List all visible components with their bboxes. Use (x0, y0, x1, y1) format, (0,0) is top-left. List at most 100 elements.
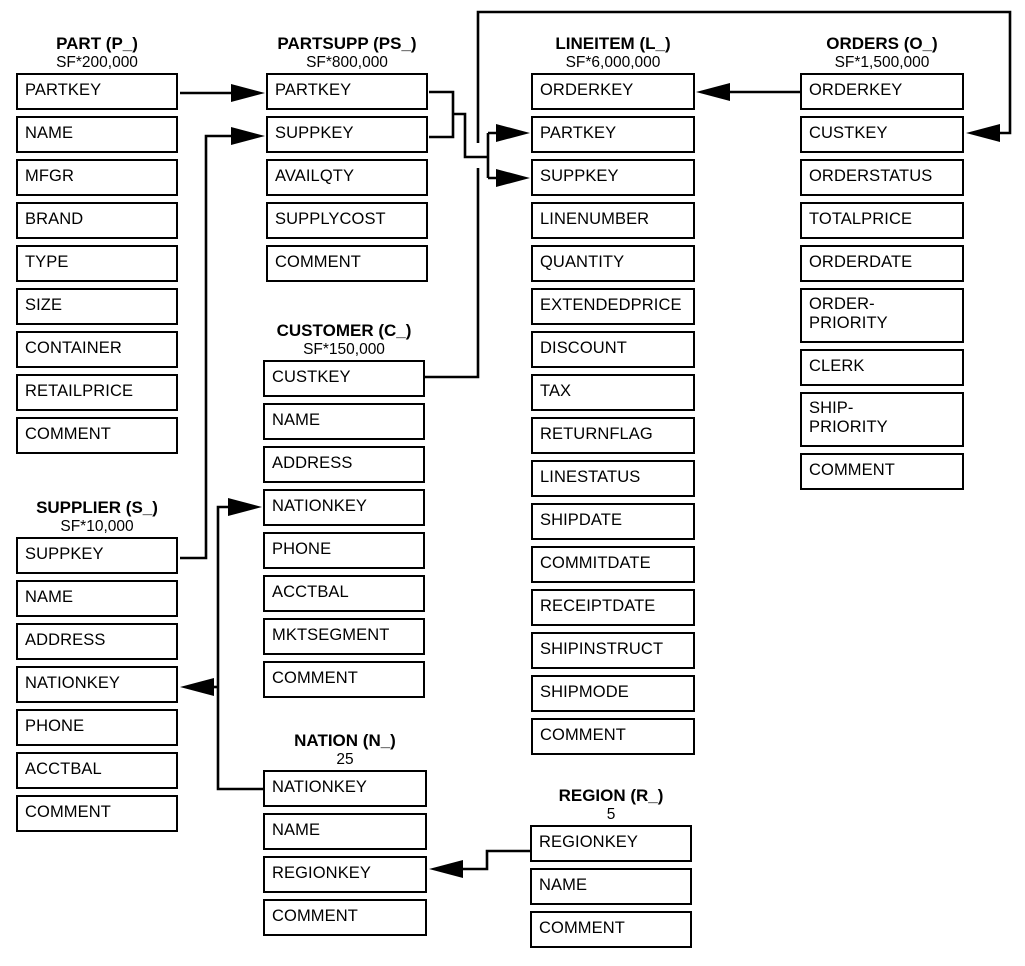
column-supplier-comment: COMMENT (16, 795, 178, 832)
table-box-orders: ORDERKEY CUSTKEY ORDERSTATUS TOTALPRICE ORDE… (800, 73, 964, 490)
column-label: NATIONKEY (272, 778, 368, 796)
column-label: COMMENT (539, 919, 625, 937)
column-orders-orderdate: ORDERDATE (800, 245, 964, 282)
table-box-supplier: SUPPKEY NAME ADDRESS NATIONKEY PHONE ACCTBAL C… (16, 537, 178, 832)
arrow-supplier-suppkey-to-partsupp-suppkey (180, 134, 234, 560)
column-supplier-nationkey: NATIONKEY (16, 666, 178, 703)
column-label: SHIPMODE (540, 683, 629, 701)
column-label: ORDER- PRIORITY (809, 295, 888, 332)
column-label: MFGR (25, 167, 74, 185)
column-partsupp-availqty: AVAILQTY (266, 159, 428, 196)
arrow-partsupp-keys-merge (429, 90, 499, 180)
column-label: AVAILQTY (275, 167, 355, 185)
column-partsupp-partkey: PARTKEY (266, 73, 428, 110)
column-lineitem-tax: TAX (531, 374, 695, 411)
column-lineitem-comment: COMMENT (531, 718, 695, 755)
column-label: COMMENT (272, 907, 358, 925)
table-title-part: PART (P_) (56, 34, 138, 53)
arrowhead-into-lineitem-partkey (496, 124, 530, 142)
arrow-region-regionkey-to-nation-regionkey (460, 849, 530, 871)
table-cardinality-supplier: SF*10,000 (60, 518, 134, 535)
column-orders-totalprice: TOTALPRICE (800, 202, 964, 239)
column-label: RETURNFLAG (540, 425, 653, 443)
column-label: COMMENT (275, 253, 361, 271)
column-nation-nationkey: NATIONKEY (263, 770, 427, 807)
column-partsupp-comment: COMMENT (266, 245, 428, 282)
column-label: LINENUMBER (540, 210, 650, 228)
column-orders-custkey: CUSTKEY (800, 116, 964, 153)
column-label: ACCTBAL (272, 583, 349, 601)
arrowhead-into-customer-nationkey (228, 498, 262, 516)
column-label: CONTAINER (25, 339, 122, 357)
column-nation-regionkey: REGIONKEY (263, 856, 427, 893)
table-cardinality-orders: SF*1,500,000 (834, 54, 930, 71)
column-label: ACCTBAL (25, 760, 102, 778)
table-cardinality-lineitem: SF*6,000,000 (565, 54, 661, 71)
arrowhead-into-orders-custkey (966, 124, 1000, 142)
column-supplier-suppkey: SUPPKEY (16, 537, 178, 574)
column-supplier-address: ADDRESS (16, 623, 178, 660)
arrowhead-into-partsupp-suppkey (231, 127, 265, 145)
column-label: MKTSEGMENT (272, 626, 390, 644)
column-label: SUPPKEY (25, 545, 104, 563)
column-region-name: NAME (530, 868, 692, 905)
column-label: BRAND (25, 210, 84, 228)
table-cardinality-customer: SF*150,000 (303, 341, 385, 358)
column-label: EXTENDEDPRICE (540, 296, 682, 314)
table-box-region: REGIONKEY NAME COMMENT (530, 825, 692, 948)
arrowhead-into-lineitem-suppkey (496, 169, 530, 187)
column-label: QUANTITY (540, 253, 625, 271)
column-supplier-phone: PHONE (16, 709, 178, 746)
column-label: SHIP- PRIORITY (809, 399, 888, 436)
column-part-partkey: PARTKEY (16, 73, 178, 110)
column-partsupp-suppkey: SUPPKEY (266, 116, 428, 153)
column-label: SHIPDATE (540, 511, 623, 529)
column-orders-orderkey: ORDERKEY (800, 73, 964, 110)
table-title-customer: CUSTOMER (C_) (276, 321, 412, 340)
column-orders-orderstatus: ORDERSTATUS (800, 159, 964, 196)
column-label: PHONE (272, 540, 332, 558)
column-part-type: TYPE (16, 245, 178, 282)
column-customer-acctbal: ACCTBAL (263, 575, 425, 612)
table-cardinality-part: SF*200,000 (56, 54, 138, 71)
column-customer-comment: COMMENT (263, 661, 425, 698)
column-label: RETAILPRICE (25, 382, 134, 400)
column-supplier-name: NAME (16, 580, 178, 617)
column-lineitem-quantity: QUANTITY (531, 245, 695, 282)
column-label: REGIONKEY (539, 833, 639, 851)
column-nation-comment: COMMENT (263, 899, 427, 936)
column-customer-phone: PHONE (263, 532, 425, 569)
column-label: CLERK (809, 357, 865, 375)
arrowhead-into-lineitem-orderkey (696, 83, 730, 101)
column-label: ORDERSTATUS (809, 167, 933, 185)
column-label: NAME (272, 411, 321, 429)
column-label: TAX (540, 382, 572, 400)
column-label: NATIONKEY (272, 497, 368, 515)
column-supplier-acctbal: ACCTBAL (16, 752, 178, 789)
column-label: TOTALPRICE (809, 210, 913, 228)
column-label: RECEIPTDATE (540, 597, 656, 615)
table-title-partsupp: PARTSUPP (PS_) (277, 34, 417, 53)
table-cardinality-nation: 25 (336, 751, 354, 768)
column-label: COMMENT (809, 461, 895, 479)
column-lineitem-partkey: PARTKEY (531, 116, 695, 153)
column-label: ADDRESS (25, 631, 106, 649)
table-title-nation: NATION (N_) (294, 731, 396, 750)
column-lineitem-linestatus: LINESTATUS (531, 460, 695, 497)
column-label: ADDRESS (272, 454, 353, 472)
column-label: COMMENT (540, 726, 626, 744)
column-part-comment: COMMENT (16, 417, 178, 454)
column-label: SUPPKEY (540, 167, 619, 185)
